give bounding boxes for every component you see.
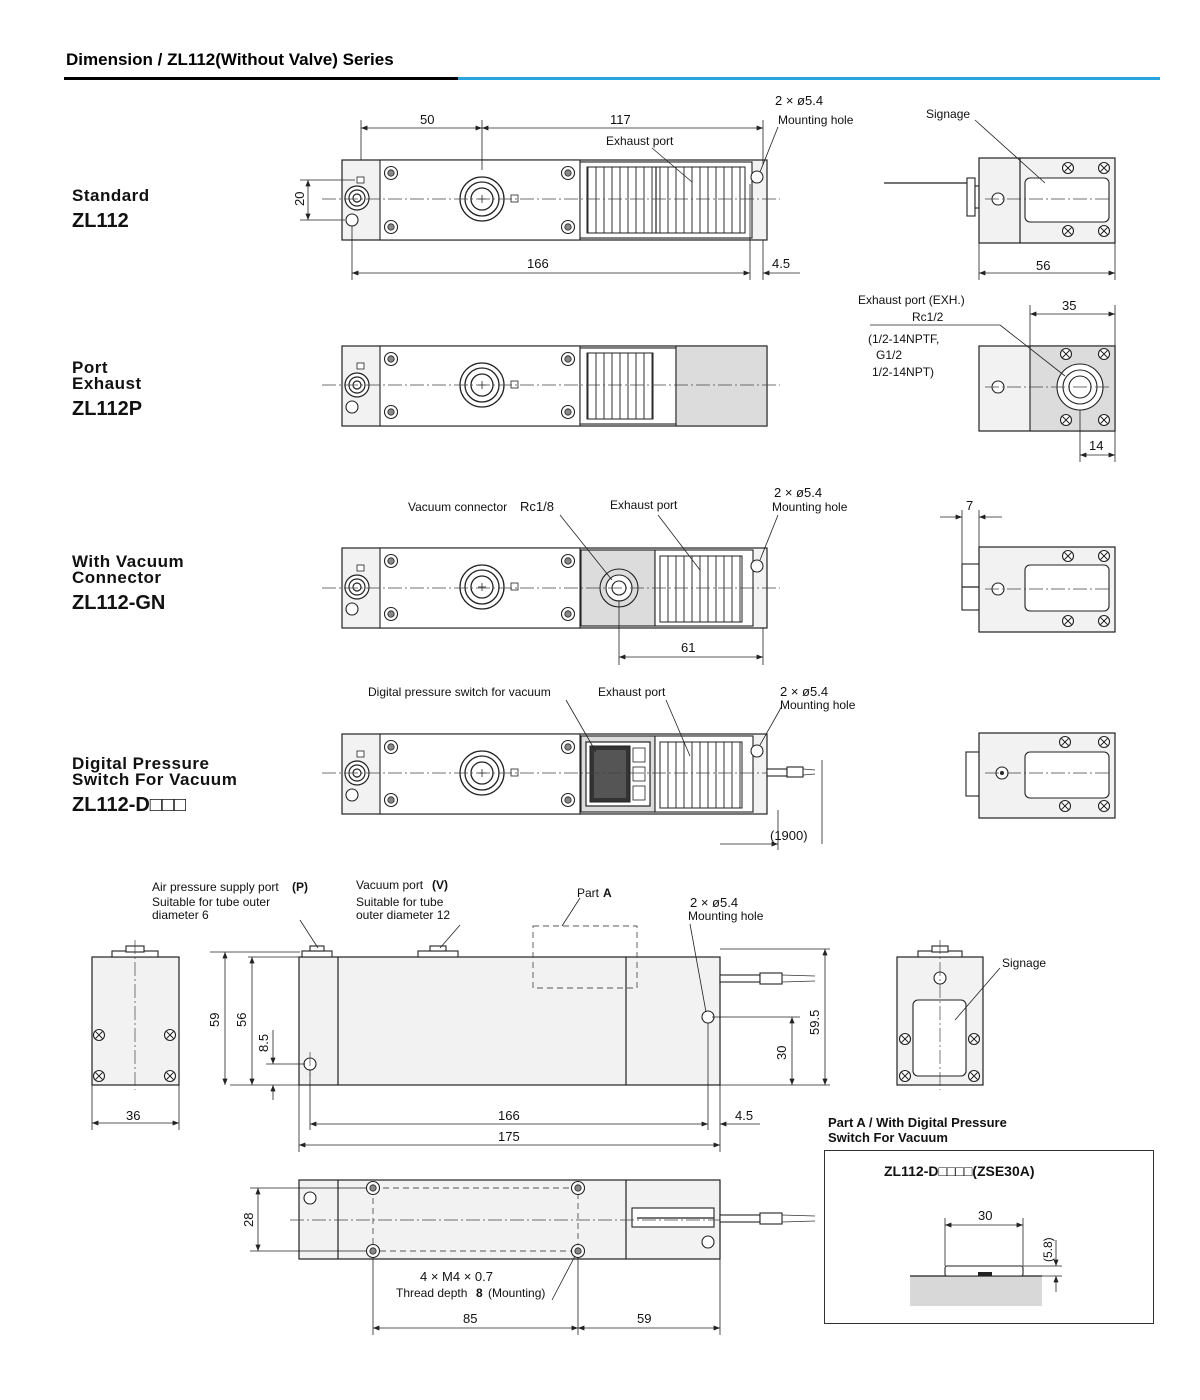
bottom-dim-4-5: 4.5 (735, 1108, 753, 1123)
series-name-line: Standard (72, 186, 150, 205)
series-model: ZL112 (72, 210, 129, 232)
series-label-vacuum-connector: With Vacuum Connector ZL112-GN (72, 552, 185, 615)
exh-label-4: G1/2 (876, 348, 902, 362)
dim-30: 30 (774, 1046, 789, 1060)
vac-mounting-label: Mounting hole (772, 500, 848, 514)
vac-port-note2: outer diameter 12 (356, 908, 450, 922)
dim-59-5: 59.5 (807, 1010, 822, 1035)
dim-14: 14 (1089, 438, 1103, 453)
mounting-label: Mounting hole (778, 113, 854, 127)
header-rule-accent (458, 77, 1160, 80)
series-model: ZL112-GN (72, 592, 166, 614)
bottom-mounting-count: 2 × ø5.4 (690, 895, 738, 910)
series-label-digital-switch: Digital Pressure Switch For Vacuum ZL112… (72, 754, 238, 817)
dim-166: 166 (527, 256, 549, 271)
view-port-exhaust-side (870, 305, 1116, 462)
view-standard-top (300, 120, 800, 280)
thread-depth-prefix: Thread depth (396, 1286, 467, 1300)
series-name-line: Connector (72, 568, 162, 587)
thread-label: 4 × M4 × 0.7 (420, 1269, 493, 1284)
mounting-count: 2 × ø5.4 (775, 93, 823, 108)
signage-label: Signage (926, 107, 970, 121)
thread-depth-suffix: (Mounting) (488, 1286, 545, 1300)
part-a-detail (910, 1218, 1062, 1306)
part-a-dim-5-8: (5.8) (1041, 1237, 1055, 1262)
view-bottom-left-end (91, 940, 180, 1130)
view-bottom-top (250, 1179, 816, 1335)
dim-36: 36 (126, 1108, 140, 1123)
vac-port-label: Vacuum port (356, 878, 424, 892)
part-a-detail-frame (824, 1150, 1154, 1324)
air-port-note1: Suitable for tube outer (152, 895, 270, 909)
dim-4-5: 4.5 (772, 256, 790, 271)
dim-85: 85 (463, 1311, 477, 1326)
vac-connector-thread: Rc1/8 (520, 499, 554, 514)
page-title: Dimension / ZL112(Without Valve) Series (66, 50, 394, 69)
switch-exhaust-label: Exhaust port (598, 685, 666, 699)
exhaust-label: Exhaust port (606, 134, 674, 148)
switch-label: Digital pressure switch for vacuum (368, 685, 551, 699)
series-name-line: Exhaust (72, 374, 142, 393)
view-bottom-front (210, 897, 830, 1152)
exh-label-1: Exhaust port (EXH.) (858, 293, 965, 307)
dim-1900: (1900) (770, 828, 808, 843)
exh-label-3: (1/2-14NPTF, (868, 332, 939, 346)
vac-port-code: (V) (432, 878, 448, 892)
view-bottom-right-end (896, 940, 1001, 1090)
bottom-signage-label: Signage (1002, 956, 1046, 970)
vac-port-note1: Suitable for tube (356, 895, 444, 909)
header-rule-dark (64, 77, 458, 80)
part-a-title-1: Part A / With Digital Pressure (828, 1115, 1007, 1130)
dim-35: 35 (1062, 298, 1076, 313)
series-label-port-exhaust: Port Exhaust ZL112P (72, 358, 143, 421)
dim-175: 175 (498, 1129, 520, 1144)
view-digital-switch-side (965, 732, 1116, 819)
air-port-label: Air pressure supply port (152, 880, 279, 894)
view-vacuum-connector-side (940, 510, 1116, 633)
series-name-line: Port (72, 358, 108, 377)
vac-connector-label: Vacuum connector (408, 500, 507, 514)
part-a-title-2: Switch For Vacuum (828, 1130, 948, 1145)
view-standard-side (884, 119, 1116, 280)
series-label-standard: Standard ZL112 (72, 186, 150, 233)
page-header: Dimension / ZL112(Without Valve) Series (64, 48, 1160, 82)
series-model: ZL112-D□□□ (72, 794, 187, 816)
dim-20: 20 (292, 192, 307, 206)
thread-depth-value: 8 (476, 1286, 483, 1300)
switch-mounting-label: Mounting hole (780, 698, 856, 712)
air-port-code: (P) (292, 880, 308, 894)
part-a-model: ZL112-D□□□□(ZSE30A) (884, 1163, 1035, 1179)
dim-8-5: 8.5 (256, 1034, 271, 1052)
dim-50: 50 (420, 112, 434, 127)
view-vacuum-connector-top (322, 514, 780, 665)
bottom-mounting-label: Mounting hole (688, 909, 764, 923)
view-port-exhaust-top (322, 345, 780, 427)
series-name-line: With Vacuum (72, 552, 185, 571)
exh-label-2: Rc1/2 (912, 310, 944, 324)
bottom-dim-166: 166 (498, 1108, 520, 1123)
series-name-line: Switch For Vacuum (72, 770, 238, 789)
dim-59: 59 (207, 1013, 222, 1027)
vac-mounting-count: 2 × ø5.4 (774, 485, 822, 500)
dim-28: 28 (241, 1213, 256, 1227)
part-label: Part (577, 886, 600, 900)
dim-59b: 59 (637, 1311, 651, 1326)
part-letter: A (603, 886, 612, 900)
switch-mounting-count: 2 × ø5.4 (780, 684, 828, 699)
air-port-note2: diameter 6 (152, 908, 209, 922)
dim-61: 61 (681, 640, 695, 655)
exh-label-5: 1/2-14NPT) (872, 365, 934, 379)
dim-7: 7 (966, 498, 973, 513)
part-a-dim-30: 30 (978, 1208, 992, 1223)
dim-117: 117 (610, 112, 631, 127)
dim-56: 56 (234, 1013, 249, 1027)
dim-56: 56 (1036, 258, 1050, 273)
view-digital-switch-top (322, 699, 823, 850)
series-name-line: Digital Pressure (72, 754, 210, 773)
vac-exhaust-label: Exhaust port (610, 498, 678, 512)
series-model: ZL112P (72, 398, 143, 420)
